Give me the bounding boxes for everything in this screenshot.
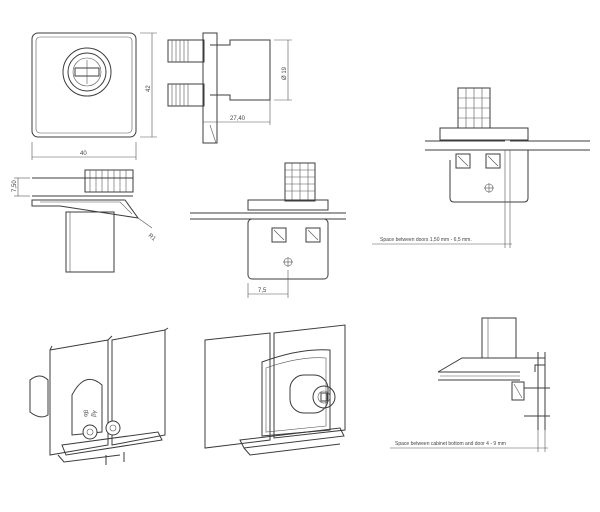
side-view-cylinder [167, 32, 292, 144]
engraving-line-2: βγ [91, 410, 98, 417]
perspective-view-back [29, 327, 169, 465]
bottom-section-view [14, 169, 153, 273]
note-space-between-doors: Space between doors 1,50 mm - 6,5 mm. [380, 237, 472, 243]
dim-height-7-50: 7,50 [12, 180, 18, 192]
engraving-line-1: αβ [83, 409, 90, 417]
top-right-assembly-view [372, 87, 590, 248]
dim-offset-7-5: 7,5 [258, 288, 267, 294]
dim-height-42: 42 [146, 85, 152, 92]
bottom-right-section-view [390, 317, 550, 452]
perspective-view-front [204, 324, 346, 456]
center-assembly-view [190, 162, 346, 298]
note-space-cabinet-bottom: Space between cabinet bottom and door 4 … [395, 441, 506, 447]
front-view-plate [31, 32, 157, 160]
dim-radius-r1: R1 [147, 233, 157, 243]
dim-depth-27-40: 27,40 [230, 116, 246, 122]
dim-width-40: 40 [80, 151, 87, 157]
dim-diameter-19: Ø 19 [282, 66, 288, 80]
